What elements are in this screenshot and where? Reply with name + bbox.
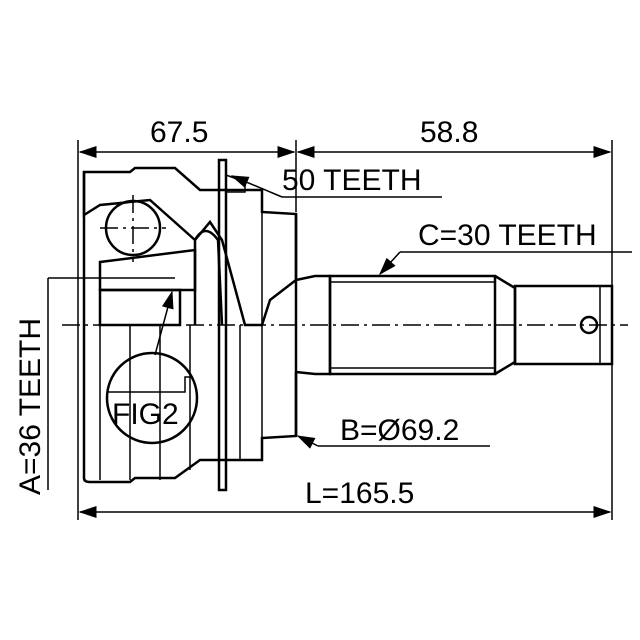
- abs-ring-label: 50 TEETH: [282, 164, 422, 197]
- output-shaft: [295, 274, 614, 376]
- fig2-detail: FIG2: [105, 290, 199, 445]
- fig2-label: FIG2: [112, 398, 179, 431]
- outer-spline-label: C=30 TEETH: [418, 219, 597, 252]
- total-length-label: L=165.5: [305, 477, 414, 510]
- thread-hole-icon: [579, 315, 599, 335]
- inner-spline-label: A=36 TEETH: [14, 318, 47, 495]
- bell-length-label: 67.5: [150, 116, 208, 149]
- outer-bell-housing: [82, 166, 298, 484]
- inner-race: [98, 248, 197, 292]
- shaft-length-label: 58.8: [420, 116, 478, 149]
- outer-diameter-label: B=Ø69.2: [340, 414, 459, 447]
- inner-spline-bore: [98, 288, 182, 327]
